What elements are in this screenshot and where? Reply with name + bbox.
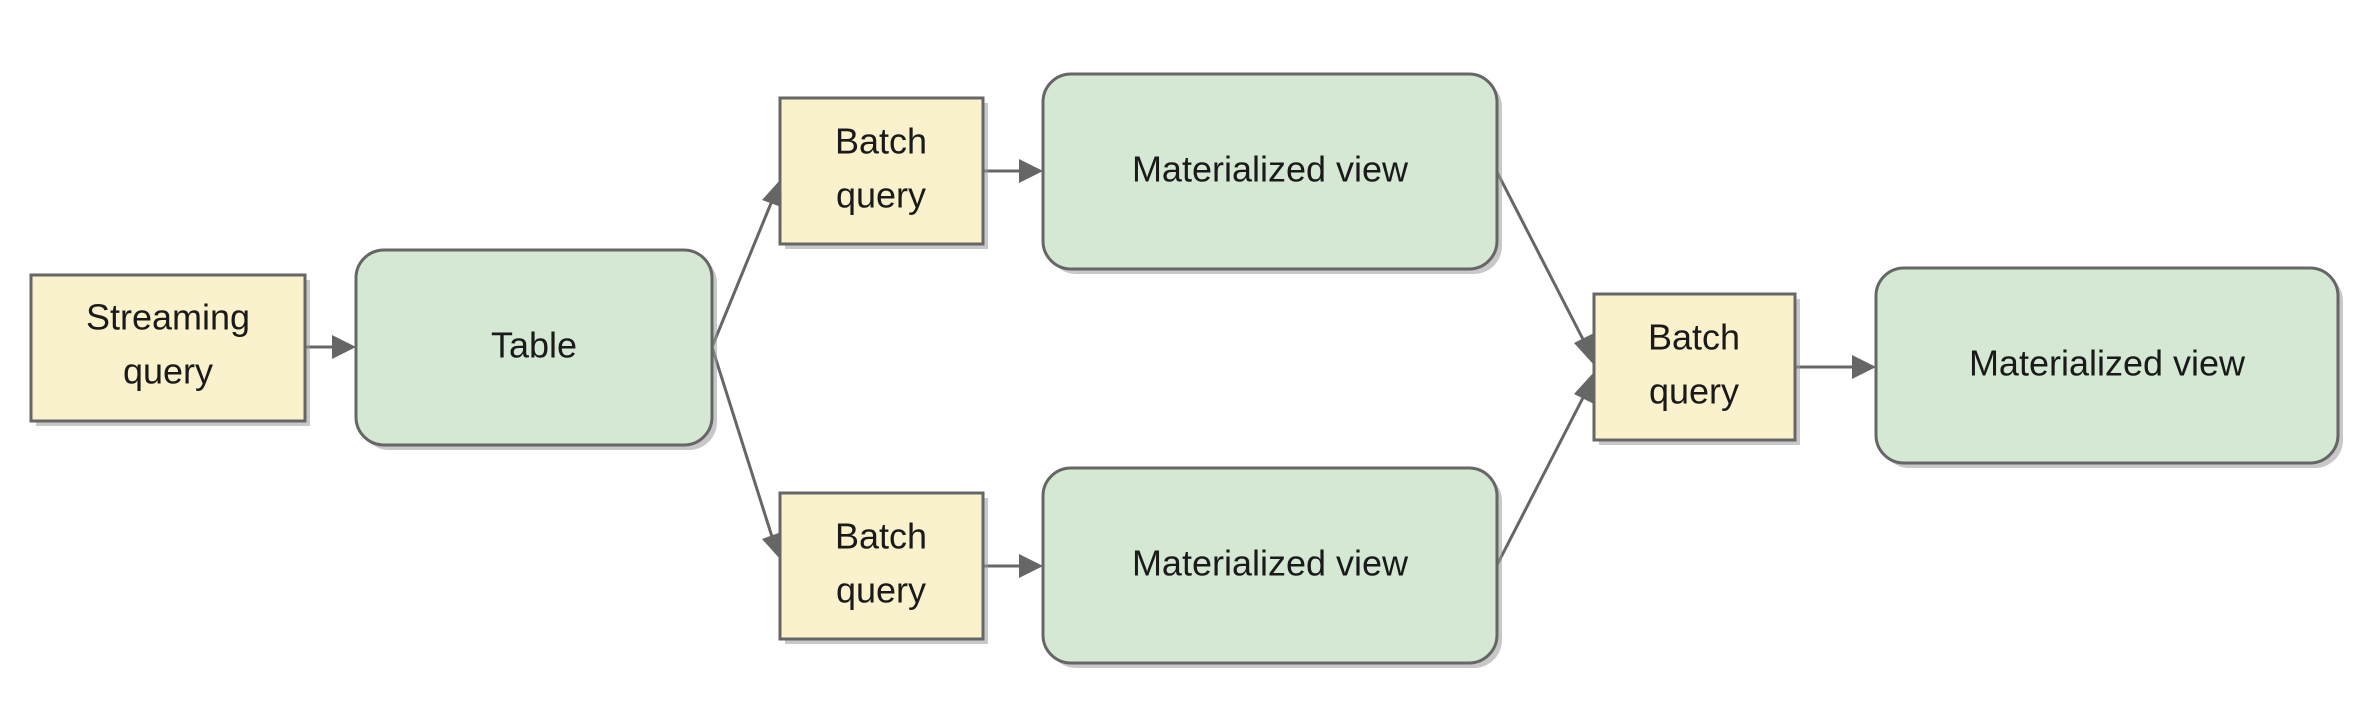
edge-mv-bottom-to-join-line (1495, 387, 1590, 566)
edge-batch-top-to-mv-top-arrowhead (1019, 159, 1043, 183)
node-batch-query-bottom-label-line2: query (836, 570, 926, 611)
node-materialized-view-bottom-label: Materialized view (1132, 543, 1409, 584)
node-table-label: Table (491, 325, 577, 366)
node-batch-query-join[interactable]: Batch query (1592, 292, 1800, 445)
edge-streaming-to-table-arrowhead (332, 335, 356, 359)
edge-batch-top-to-mv-top (983, 159, 1043, 183)
edge-mv-top-to-join-line (1495, 171, 1590, 350)
node-batch-query-top-label-line2: query (836, 175, 926, 216)
node-materialized-view-top[interactable]: Materialized view (1041, 72, 1502, 274)
edge-mv-bottom-to-join-arrowhead (1574, 372, 1594, 404)
edge-layer (306, 159, 1876, 578)
node-batch-query-top-label-line1: Batch (835, 121, 927, 162)
node-batch-query-top-box[interactable] (778, 96, 985, 246)
edge-mv-top-to-join-arrowhead (1574, 333, 1594, 365)
edge-batch-bottom-to-mv-bottom (983, 554, 1043, 578)
edge-mv-top-to-join (1495, 171, 1594, 365)
node-streaming-query-label-line1: Streaming (86, 297, 250, 338)
node-materialized-view-final-box[interactable] (1874, 266, 2340, 465)
node-table[interactable]: Table (354, 248, 717, 450)
node-batch-query-bottom-box[interactable] (778, 491, 985, 641)
node-materialized-view-bottom-box[interactable] (1041, 466, 1499, 665)
node-batch-query-bottom[interactable]: Batch query (778, 491, 988, 644)
node-streaming-query-label-line2: query (123, 351, 213, 392)
edge-table-to-batch-top (710, 180, 784, 348)
edge-batch-bottom-to-mv-bottom-arrowhead (1019, 554, 1043, 578)
node-table-box[interactable] (354, 248, 714, 447)
node-streaming-query-box[interactable] (29, 273, 307, 423)
node-batch-query-bottom-label-line1: Batch (835, 516, 927, 557)
node-materialized-view-bottom[interactable]: Materialized view (1041, 466, 1502, 668)
node-batch-query-top[interactable]: Batch query (778, 96, 988, 249)
edge-table-to-batch-top-line (710, 195, 776, 348)
edge-mv-bottom-to-join (1495, 372, 1594, 566)
node-materialized-view-top-label: Materialized view (1132, 149, 1409, 190)
node-batch-query-join-label-line1: Batch (1648, 317, 1740, 358)
node-streaming-query[interactable]: Streaming query (29, 273, 310, 426)
node-materialized-view-final-label: Materialized view (1969, 343, 2246, 384)
edge-table-to-batch-bottom (710, 346, 784, 559)
node-materialized-view-final[interactable]: Materialized view (1874, 266, 2343, 468)
node-batch-query-join-label-line2: query (1649, 371, 1739, 412)
edge-table-to-batch-bottom-line (710, 346, 776, 544)
node-layer: Streaming query Table Batch query Materi (29, 72, 2343, 668)
edge-join-to-mv-final (1795, 355, 1876, 379)
node-batch-query-join-box[interactable] (1592, 292, 1797, 442)
edge-streaming-to-table (306, 335, 356, 359)
edge-join-to-mv-final-arrowhead (1852, 355, 1876, 379)
node-materialized-view-top-box[interactable] (1041, 72, 1499, 271)
